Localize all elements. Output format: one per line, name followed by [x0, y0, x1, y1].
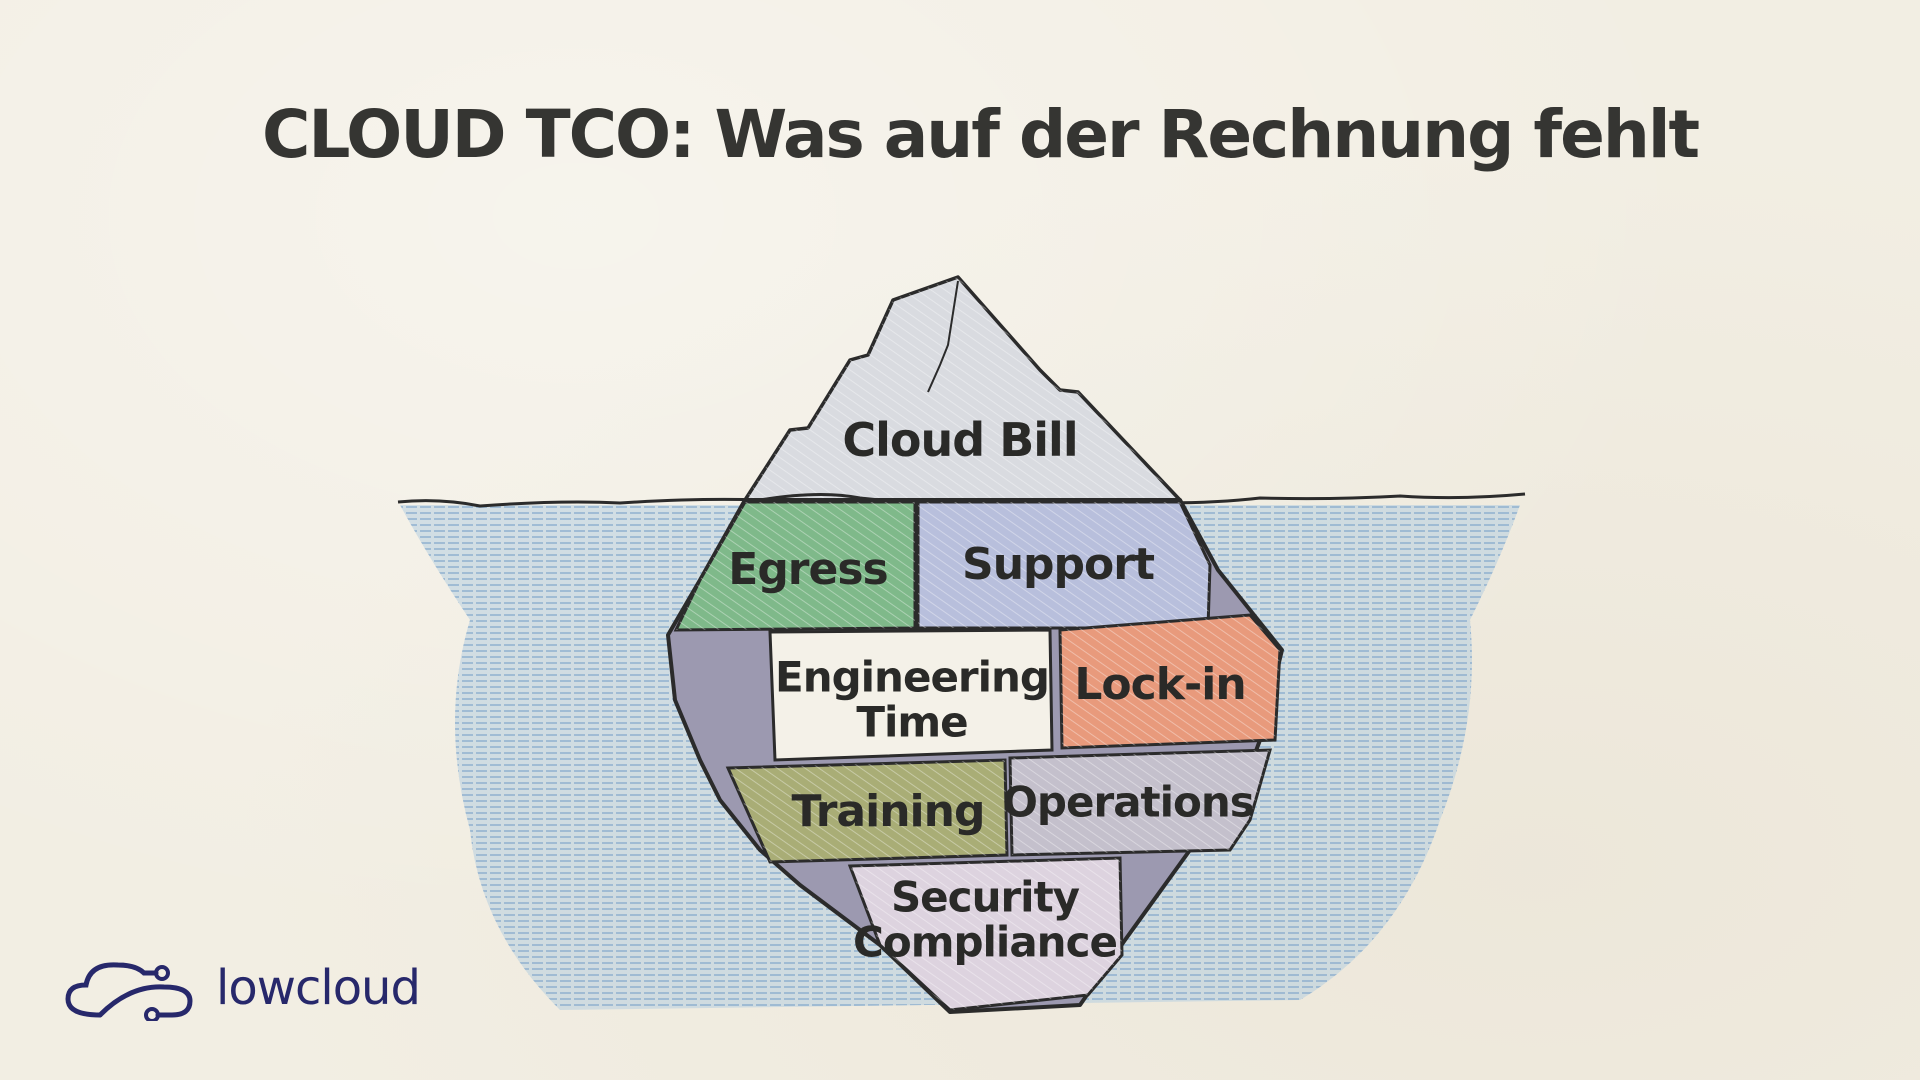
- iceberg-tip: [743, 275, 1182, 502]
- label-engineering-time-line1: Engineering: [775, 652, 1050, 702]
- operations-block: [1008, 748, 1273, 857]
- label-engineering-time: Engineering Time: [775, 652, 1050, 747]
- page-title: CLOUD TCO: Was auf der Rechnung fehlt: [261, 96, 1700, 173]
- lock-in-block: [1058, 613, 1282, 750]
- brand-logo: lowcloud: [60, 955, 421, 1021]
- security-compliance-block: [847, 856, 1124, 1012]
- label-engineering-time-line2: Time: [856, 698, 968, 747]
- label-training: Training: [791, 786, 986, 838]
- cloud-circuit-icon: [65, 962, 193, 1021]
- label-lock-in: Lock-in: [1074, 659, 1246, 711]
- logo-text: lowcloud: [216, 960, 421, 1016]
- label-egress: Egress: [728, 544, 888, 596]
- engineering-time-block: [768, 628, 1054, 762]
- label-operations: Operations: [1002, 777, 1255, 827]
- label-cloud-bill: Cloud Bill: [842, 413, 1078, 468]
- training-block: [725, 758, 1009, 864]
- label-security-line1: Security: [890, 872, 1080, 922]
- label-security-compliance: Security Compliance: [853, 872, 1118, 967]
- label-compliance-line2: Compliance: [853, 918, 1118, 967]
- support-block: [916, 500, 1212, 630]
- egress-block: [673, 500, 917, 632]
- label-support: Support: [962, 539, 1155, 591]
